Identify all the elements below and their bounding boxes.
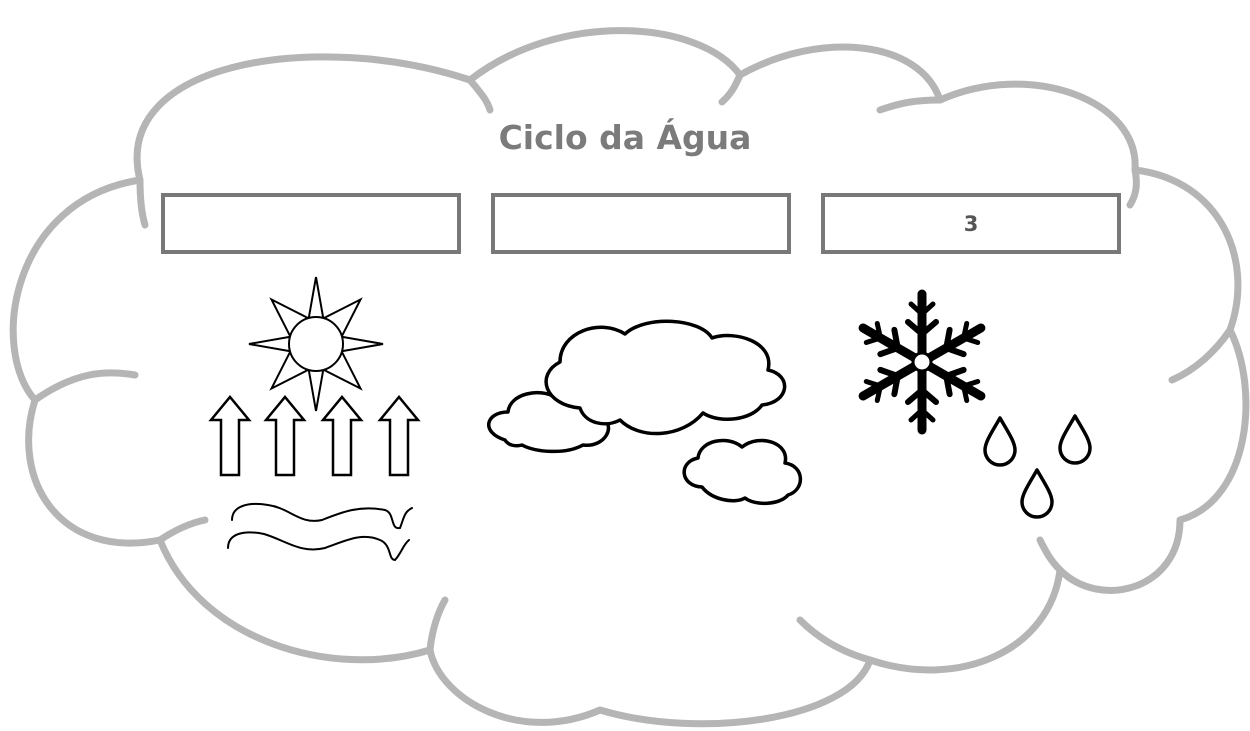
cloud-small [682, 438, 803, 505]
cloud-big [544, 319, 787, 436]
snowflake-rain-icon [858, 289, 1092, 519]
water-waves-icon [227, 502, 413, 562]
cloud-frame-accents [31, 71, 1234, 664]
stage-2-label-box[interactable] [491, 193, 791, 254]
stage-3-label-box[interactable]: 3 [821, 193, 1121, 254]
sun-evaporation-icon [208, 276, 421, 562]
diagram-title: Ciclo da Água [498, 118, 752, 157]
snowflake-icon [858, 289, 986, 435]
evaporation-arrows [208, 395, 421, 477]
stage-1-label-box[interactable] [161, 193, 461, 254]
raindrops-icon [983, 414, 1092, 519]
clouds-condensation-icon [486, 319, 803, 505]
cloud-frame [9, 27, 1250, 728]
